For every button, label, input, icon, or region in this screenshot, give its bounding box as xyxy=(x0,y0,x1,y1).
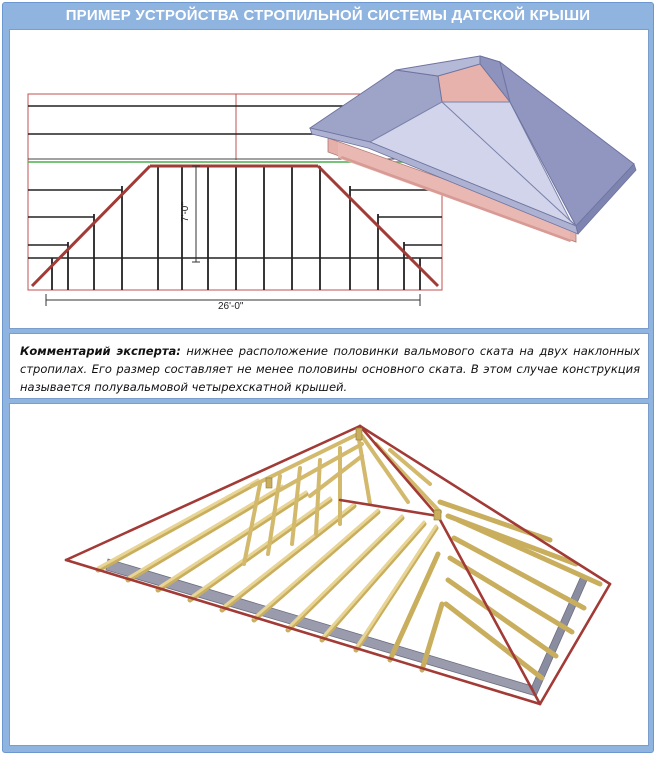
hip-and-ridge-beams xyxy=(64,424,612,706)
expert-comment: Комментарий эксперта: нижнее расположени… xyxy=(20,342,640,396)
height-dimension-label: 7'-0" xyxy=(180,202,191,222)
expert-comment-panel: Комментарий эксперта: нижнее расположени… xyxy=(9,333,649,399)
comment-text: нижнее расположение половинки вальмового… xyxy=(20,344,641,394)
roof-3d-model xyxy=(308,55,637,243)
comment-label: Комментарий эксперта: xyxy=(20,344,181,358)
rafter-framing-3d xyxy=(64,424,612,706)
hip-rafters xyxy=(30,164,440,288)
width-dimension-label: 26'-0" xyxy=(218,301,244,312)
ridge-posts xyxy=(265,427,442,521)
rafter-plan-drawing: 7'-0" 26'-0" xyxy=(27,55,637,312)
drawing-panel: 7'-0" 26'-0" xyxy=(9,29,649,329)
page-title: ПРИМЕР УСТРОЙСТВА СТРОПИЛЬНОЙ СИСТЕМЫ ДА… xyxy=(65,7,591,24)
framing-panel xyxy=(9,403,649,746)
plan-rafters xyxy=(51,166,421,290)
dimension-lines xyxy=(45,165,421,306)
